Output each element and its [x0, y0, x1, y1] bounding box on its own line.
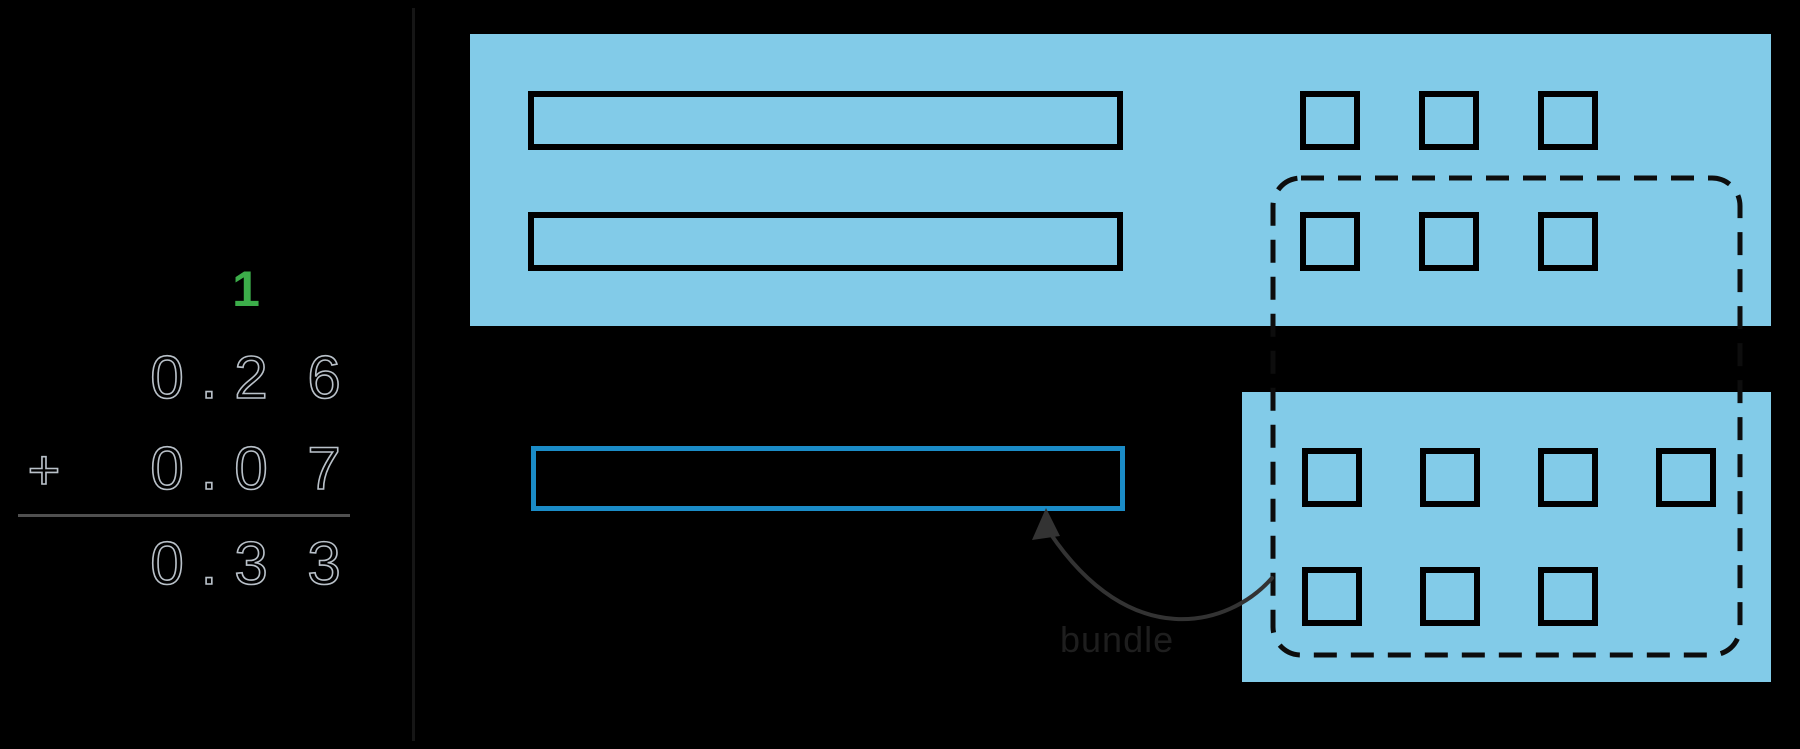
hundredth-square	[1538, 567, 1598, 626]
hundredth-square	[1420, 448, 1480, 507]
digit: 3	[234, 530, 269, 597]
bundle-arrow-curve	[1048, 531, 1274, 621]
digit: 0	[150, 344, 185, 411]
hundredth-square	[1300, 212, 1360, 271]
hundredth-square	[1538, 212, 1598, 271]
decimal-point: .	[200, 435, 218, 502]
digit: 0	[150, 530, 185, 597]
bottom-block-panel	[1242, 392, 1771, 682]
tenth-bar	[528, 91, 1123, 150]
digit: 0	[234, 435, 269, 502]
digit: 7	[307, 435, 342, 502]
hundredth-square	[1302, 448, 1362, 507]
hundredth-square	[1420, 567, 1480, 626]
digit: 6	[307, 344, 342, 411]
bundled-tenth-bar	[531, 446, 1125, 511]
hundredth-square	[1300, 91, 1360, 150]
decimal-point: .	[200, 530, 218, 597]
digit: 3	[307, 530, 342, 597]
bundle-arrowhead-icon	[1032, 508, 1060, 540]
sum-line	[18, 514, 350, 517]
section-divider-line	[412, 8, 415, 741]
top-block-panel	[470, 34, 1771, 326]
hundredth-square	[1538, 448, 1598, 507]
decimal-point: .	[200, 344, 218, 411]
plus-operator: +	[27, 438, 61, 501]
hundredth-square	[1302, 567, 1362, 626]
hundredth-square	[1419, 91, 1479, 150]
digit: 2	[234, 344, 269, 411]
bundle-label: bundle	[1060, 619, 1175, 660]
hundredth-square	[1656, 448, 1716, 507]
digit: 0	[150, 435, 185, 502]
hundredth-square	[1419, 212, 1479, 271]
tenth-bar	[528, 212, 1123, 271]
hundredth-square	[1538, 91, 1598, 150]
carry-digit: 1	[232, 261, 260, 317]
